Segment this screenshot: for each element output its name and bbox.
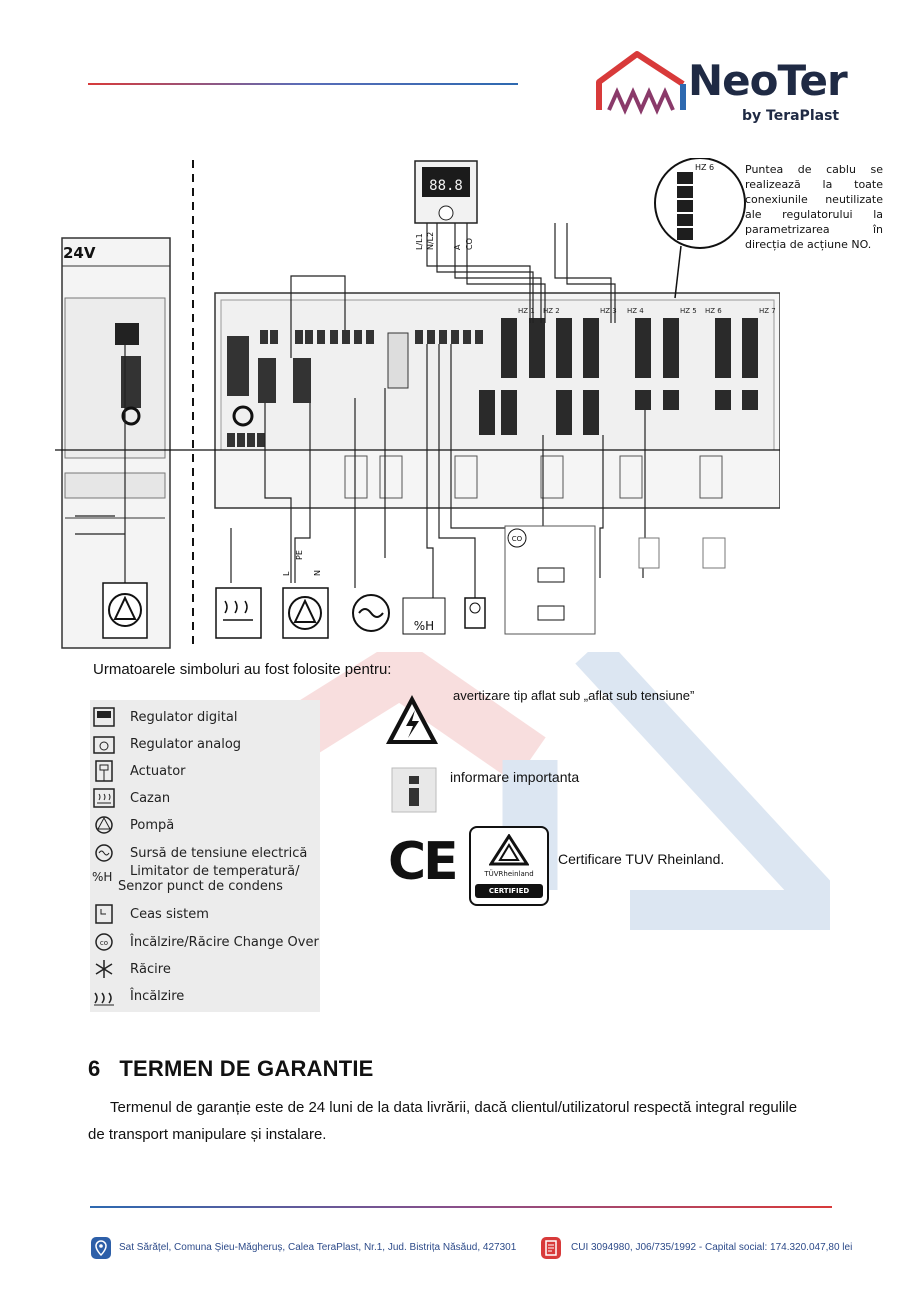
wire-label: N [313,570,322,576]
zone-label: HZ 3 [600,307,617,315]
legend-item: Încălzire [90,983,320,1010]
legend-label: Încălzire/Răcire Change Over [130,935,319,950]
certification-description: Certificare TUV Rheinland. [558,851,725,867]
co-badge: CO [512,535,523,543]
boiler-icon [93,788,115,808]
diagram-humidity-label: %H [414,619,434,633]
wiring-diagram: HZ 1 HZ 2 HZ 3 HZ 4 HZ 5 HZ 6 HZ 7 88.8 [55,158,780,652]
zone-label: HZ 5 [680,307,697,315]
legend-item: co Încălzire/Răcire Change Over [90,929,320,956]
section-title: TERMEN DE GARANTIE [119,1056,374,1081]
footer-address: Sat Sărățel, Comuna Șieu-Măgheruș, Calea… [119,1242,517,1253]
svg-text:co: co [100,939,108,947]
tuv-certified-label: CERTIFIED [475,884,543,898]
power-source-icon [95,844,113,862]
legend-item: Regulator digital [90,704,320,731]
snowflake-icon [95,960,113,978]
symbols-intro: Urmatoarele simboluri au fost folosite p… [93,661,392,678]
wire-label: N/L2 [426,232,435,250]
legend-item: %H Limitator de temperatură/ Senzor punc… [90,864,320,896]
zone-label: HZ 4 [627,307,644,315]
zone-label: HZ 6 [705,307,722,315]
ce-mark: CE [388,832,459,892]
warning-description: avertizare tip aflat sub „aflat sub tens… [453,688,695,703]
zone-label: HZ 2 [543,307,560,315]
legend-item: Regulator analog [90,731,320,758]
high-voltage-warning-icon [386,695,438,744]
legend-item: Răcire [90,956,320,983]
wire-label: PE [295,550,304,560]
legend-label-line: Senzor punct de condens [118,879,283,894]
legend-label: Actuator [130,764,186,779]
warranty-line: de transport manipulare și instalare. [88,1126,327,1143]
tuv-badge: TÜVRheinland CERTIFIED [469,826,549,906]
brand-name: NeoTer [688,56,848,105]
document-icon [541,1237,561,1259]
legend-label: Încălzire [130,989,185,1004]
wire-label: L/L1 [415,233,424,250]
voltage-label: 24V [63,244,96,262]
section-heading: 6 TERMEN DE GARANTIE [88,1056,374,1082]
wire-label: A [453,244,462,250]
heating-icon [94,992,114,1006]
legend-label: Sursă de tensiune electrică [130,846,308,861]
legend-label-line: Limitator de temperatură/ [130,864,300,879]
legend-item: Actuator [90,758,320,785]
footer-divider [90,1206,832,1208]
wire-label: CO [465,238,474,250]
display-reading: 88.8 [429,178,463,194]
warranty-line: Termenul de garanție este de 24 luni de … [110,1099,798,1116]
pump-icon [95,816,113,834]
legend-label: Limitator de temperatură/ Senzor punct d… [118,864,299,894]
legend-label: Răcire [130,962,171,977]
actuator-icon [95,760,113,782]
info-description: informare importanta [450,769,580,785]
callout-zone-label: HZ 6 [695,163,714,172]
location-icon [91,1237,111,1259]
legend-item: Pompă [90,812,320,839]
legend-item: Cazan [90,785,320,812]
zone-label: HZ 7 [759,307,776,315]
legend-label: Regulator digital [130,710,238,725]
legend-item: Ceas sistem [90,901,320,928]
legend-label: Ceas sistem [130,907,209,922]
legend-label: Cazan [130,791,171,806]
system-clock-icon [95,904,113,924]
neoter-logo [596,51,686,115]
diagram-callout-note: Puntea de cablu se realizează la toate c… [745,163,883,251]
symbol-legend: Regulator digital Regulator analog Actua… [90,700,320,1012]
section-number: 6 [88,1056,101,1081]
legend-label: Regulator analog [130,737,242,752]
legend-label: Pompă [130,818,175,833]
digital-regulator-icon [93,707,115,727]
brand-tagline: by TeraPlast [742,108,840,124]
info-icon [391,767,437,813]
header-divider [88,83,518,85]
wire-label: L [282,571,291,576]
legend-item: Sursă de tensiune electrică [90,840,320,867]
warranty-paragraph: Termenul de garanție este de 24 luni de … [88,1094,828,1148]
tuv-triangle-icon [489,834,529,866]
change-over-icon: co [95,933,113,951]
tuv-brand: TÜVRheinland [484,870,534,878]
zone-label: HZ 1 [518,307,535,315]
humidity-sensor-icon: %H [92,870,113,884]
analog-regulator-icon [93,736,115,754]
footer-company-info: CUI 3094980, J06/735/1992 - Capital soci… [571,1242,853,1253]
